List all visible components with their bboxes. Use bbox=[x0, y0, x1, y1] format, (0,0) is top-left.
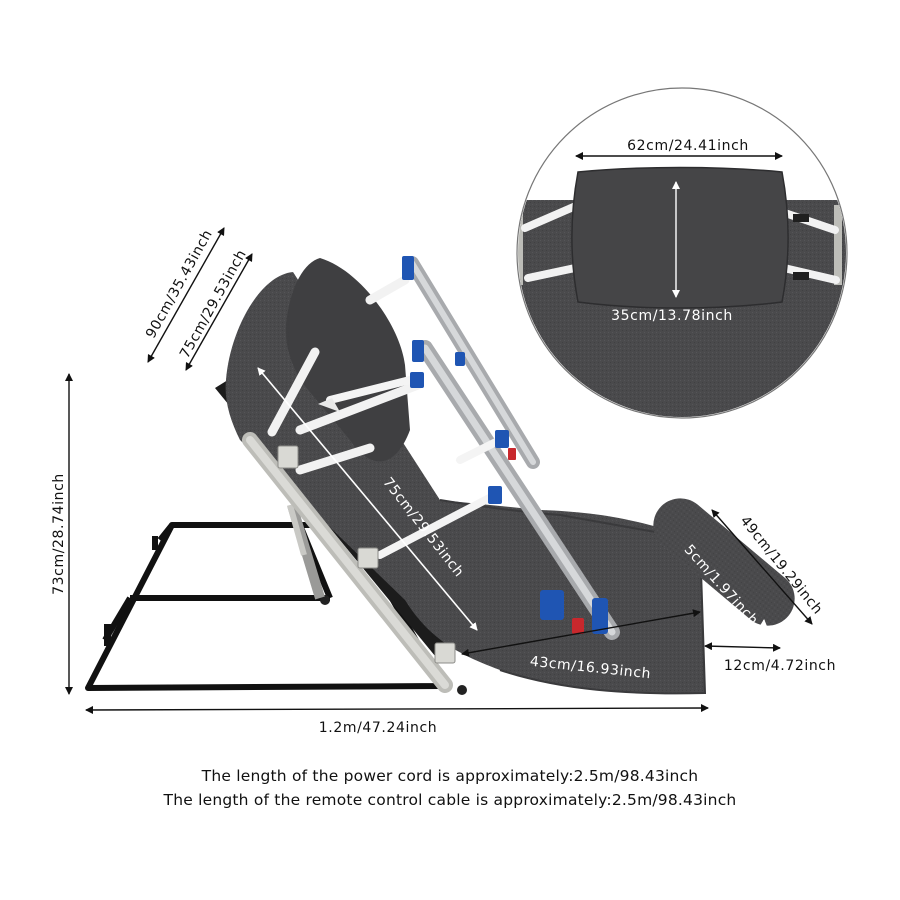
bolster-width-label: 12cm/4.72inch bbox=[724, 658, 836, 674]
frame-foot bbox=[104, 624, 111, 646]
frame-foot bbox=[152, 536, 158, 550]
remote-cable-note: The length of the remote control cable i… bbox=[163, 791, 737, 809]
power-cord-note: The length of the power cord is approxim… bbox=[201, 767, 699, 785]
frame-wheel bbox=[457, 685, 467, 695]
inset-dimension-lines bbox=[575, 152, 783, 298]
bolster-dimension-lines bbox=[704, 509, 813, 652]
pillow-width-label: 62cm/24.41inch bbox=[627, 138, 749, 154]
dimension-lines bbox=[65, 227, 709, 714]
pillow-detail-inset bbox=[516, 87, 848, 419]
total-length-label: 1.2m/47.24inch bbox=[319, 720, 437, 736]
pillow-height-label: 35cm/13.78inch bbox=[611, 308, 733, 324]
bolster-diameter-line bbox=[758, 619, 768, 645]
backrest-dimension-line bbox=[257, 367, 478, 631]
height-label: 73cm/28.74inch bbox=[51, 473, 67, 595]
